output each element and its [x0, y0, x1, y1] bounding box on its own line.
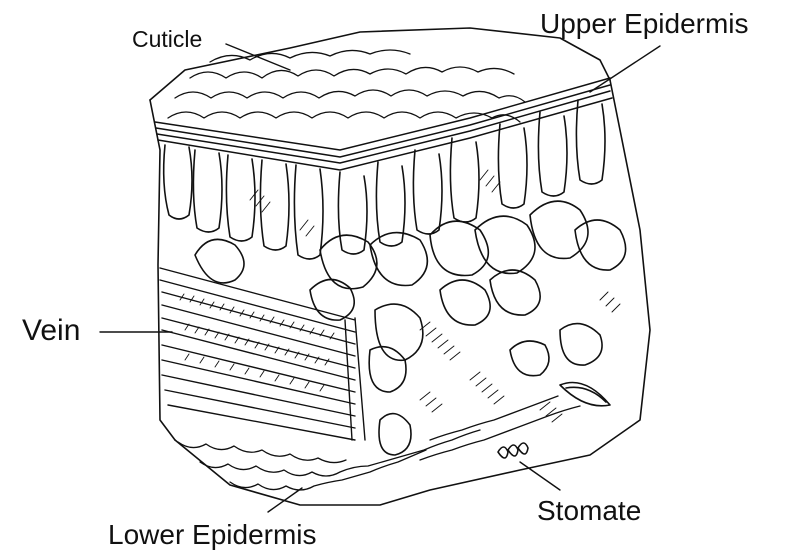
upper-epidermis-surface — [168, 50, 525, 122]
cuticle-leader — [226, 44, 290, 70]
stomate-label: Stomate — [537, 497, 641, 525]
upper-epidermis-leader — [590, 46, 660, 92]
lower-epidermis-surface — [178, 396, 580, 490]
cuticle-label: Cuticle — [132, 28, 202, 51]
vein-label: Vein — [22, 316, 80, 346]
block-outline — [150, 28, 650, 505]
vein-bundle — [160, 268, 365, 440]
lower-epidermis-label: Lower Epidermis — [108, 521, 317, 549]
lower-epidermis-leader — [268, 488, 302, 512]
spongy-mesophyll — [195, 201, 626, 455]
upper-epidermis-label: Upper Epidermis — [540, 10, 749, 38]
